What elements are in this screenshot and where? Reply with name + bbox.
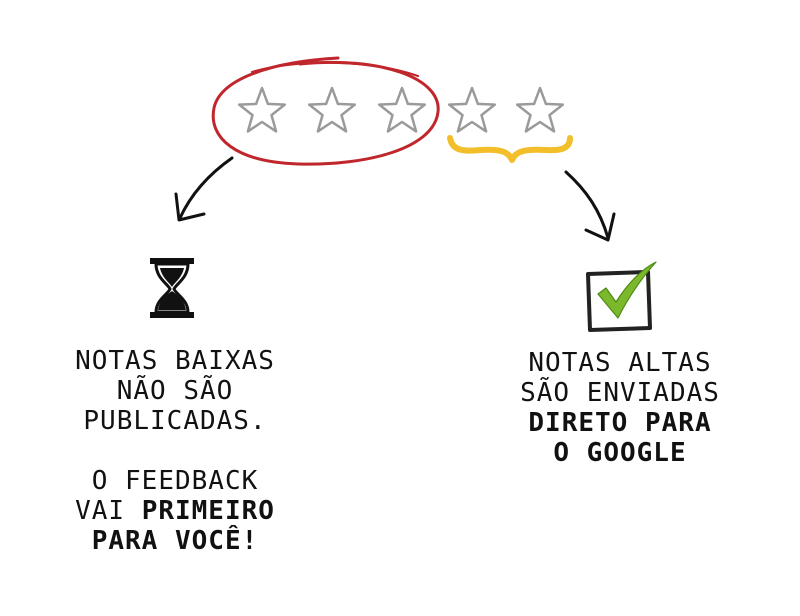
low-ratings-line-3: PUBLICADAS. [83,406,267,436]
star-icon-2 [307,86,357,133]
feedback-line-1: O FEEDBACK [91,466,259,496]
high-ratings-line-3: DIRETO PARA [528,408,712,438]
star-icon-4 [447,86,497,133]
hourglass-icon [150,258,194,318]
star-icon-5 [515,86,565,133]
high-ratings-line-1: NOTAS ALTAS [528,348,712,378]
low-rating-circle [211,56,440,166]
high-rating-brace [447,135,573,163]
checkbox-check-icon [586,261,657,332]
star-icon-3 [377,86,427,133]
feedback-line-2-bold: PRIMEIRO [141,496,275,526]
spacer [50,436,300,466]
high-ratings-line-2: SÃO ENVIADAS [520,378,720,408]
low-ratings-line-1: NOTAS BAIXAS [75,346,275,376]
low-ratings-text: NOTAS BAIXAS NÃO SÃO PUBLICADAS. O FEEDB… [50,346,300,556]
arrow-to-low [174,156,234,222]
high-ratings-text: NOTAS ALTAS SÃO ENVIADAS DIRETO PARA O G… [500,348,740,468]
star-icon-1 [237,86,287,133]
low-ratings-line-2: NÃO SÃO [116,376,234,406]
feedback-line-2: VAI PRIMEIRO [50,496,300,526]
feedback-line-3: PARA VOCÊ! [91,526,259,556]
feedback-line-2-normal: VAI [75,496,142,526]
arrow-to-high [564,170,616,242]
high-ratings-line-4: O GOOGLE [553,438,687,468]
star-rating [237,86,565,133]
